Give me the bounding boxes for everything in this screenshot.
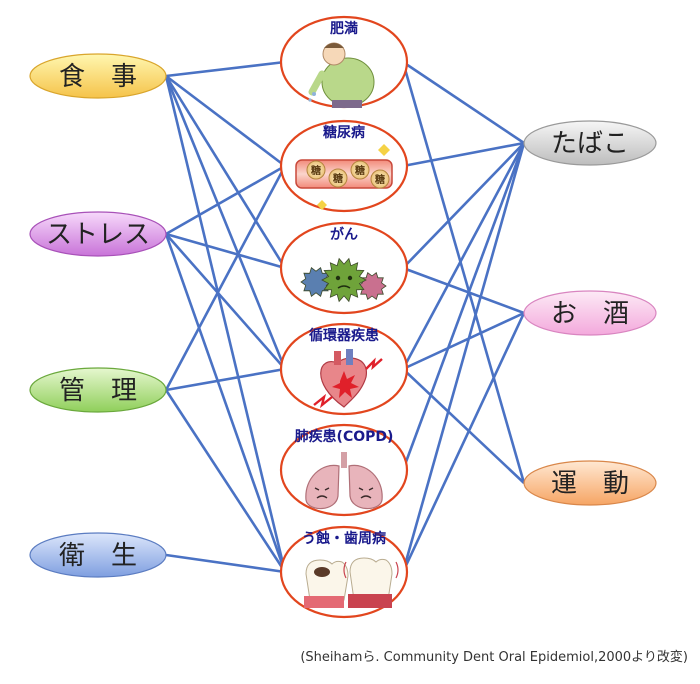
disease-label: 循環器疾患 xyxy=(309,327,379,344)
left-factor-ellipse xyxy=(29,53,167,99)
connection-line-left-2-3 xyxy=(165,367,286,392)
disease-label: がん xyxy=(330,226,358,243)
right-factor-ellipse xyxy=(523,460,657,506)
connection-line-right-0-0 xyxy=(402,60,525,145)
lungs-icon xyxy=(305,452,383,510)
connection-line-right-0-5 xyxy=(401,142,526,573)
connection-line-left-0-5 xyxy=(164,75,287,573)
connection-line-left-0-3 xyxy=(164,75,287,370)
connection-line-right-2-0 xyxy=(401,61,526,484)
disease-node-3: 循環器疾患 xyxy=(279,322,409,416)
connection-line-left-2-5 xyxy=(164,389,287,573)
connection-line-left-1-3 xyxy=(165,233,286,370)
right-factor-1: お 酒 xyxy=(523,290,657,336)
left-factor-1: ストレス xyxy=(29,211,167,257)
disease-node-0: 肥満 xyxy=(279,15,409,109)
svg-text:糖: 糖 xyxy=(311,164,321,177)
connection-lines xyxy=(164,60,526,574)
right-factor-label: たばこ xyxy=(551,129,629,159)
disease-node-4: 肺疾患(COPD) xyxy=(279,423,409,517)
disease-label: 肺疾患(COPD) xyxy=(295,428,394,445)
connection-line-left-1-5 xyxy=(164,233,287,573)
left-factor-ellipse xyxy=(29,211,167,257)
connection-line-left-0-2 xyxy=(164,75,287,269)
obesity-person-icon xyxy=(308,42,375,108)
left-factor-3: 衛 生 xyxy=(29,532,167,578)
left-factor-2: 管 理 xyxy=(29,367,167,413)
disease-label: 肥満 xyxy=(330,20,358,37)
connection-line-left-0-1 xyxy=(165,74,286,168)
connection-line-left-0-0 xyxy=(165,60,286,78)
source-caption: (Sheihamら. Community Dent Oral Epidemiol… xyxy=(300,650,688,665)
left-factor-label: 管 理 xyxy=(59,376,137,406)
left-factor-0: 食 事 xyxy=(29,53,167,99)
svg-text:糖: 糖 xyxy=(355,164,365,177)
right-factor-0: たばこ xyxy=(523,120,657,166)
right-factor-2: 運 動 xyxy=(523,460,657,506)
svg-text:糖: 糖 xyxy=(375,173,385,186)
left-factor-ellipse xyxy=(29,532,167,578)
connection-line-right-1-3 xyxy=(402,311,525,371)
right-factor-ellipse xyxy=(523,290,657,336)
connection-line-right-0-3 xyxy=(401,142,526,370)
connection-line-left-3-5 xyxy=(165,553,286,574)
connection-line-right-0-4 xyxy=(401,142,526,471)
disease-node-5: う蝕・歯周病 xyxy=(279,525,409,619)
connection-line-right-0-2 xyxy=(402,142,525,269)
heart-icon xyxy=(313,349,383,409)
connection-line-right-1-2 xyxy=(402,266,525,315)
connection-line-right-0-1 xyxy=(402,141,525,168)
disease-label: う蝕・歯周病 xyxy=(302,530,386,547)
connection-line-right-2-3 xyxy=(402,368,525,484)
right-factor-ellipse xyxy=(523,120,657,166)
teeth-icon xyxy=(304,557,399,608)
disease-label: 糖尿病 xyxy=(323,124,365,141)
left-factor-label: 食 事 xyxy=(59,62,137,92)
left-factor-ellipse xyxy=(29,367,167,413)
left-factor-label: 衛 生 xyxy=(59,541,137,571)
right-factor-label: お 酒 xyxy=(551,299,629,329)
disease-node-2: がん xyxy=(279,221,409,315)
left-factor-label: ストレス xyxy=(46,220,150,250)
svg-text:糖: 糖 xyxy=(333,172,343,185)
connection-line-right-1-5 xyxy=(401,312,526,573)
cancer-cells-icon xyxy=(300,257,387,303)
connection-line-left-2-1 xyxy=(164,165,287,391)
connection-line-left-1-1 xyxy=(165,164,286,236)
connection-line-left-1-2 xyxy=(165,232,286,270)
right-factor-label: 運 動 xyxy=(551,469,629,499)
